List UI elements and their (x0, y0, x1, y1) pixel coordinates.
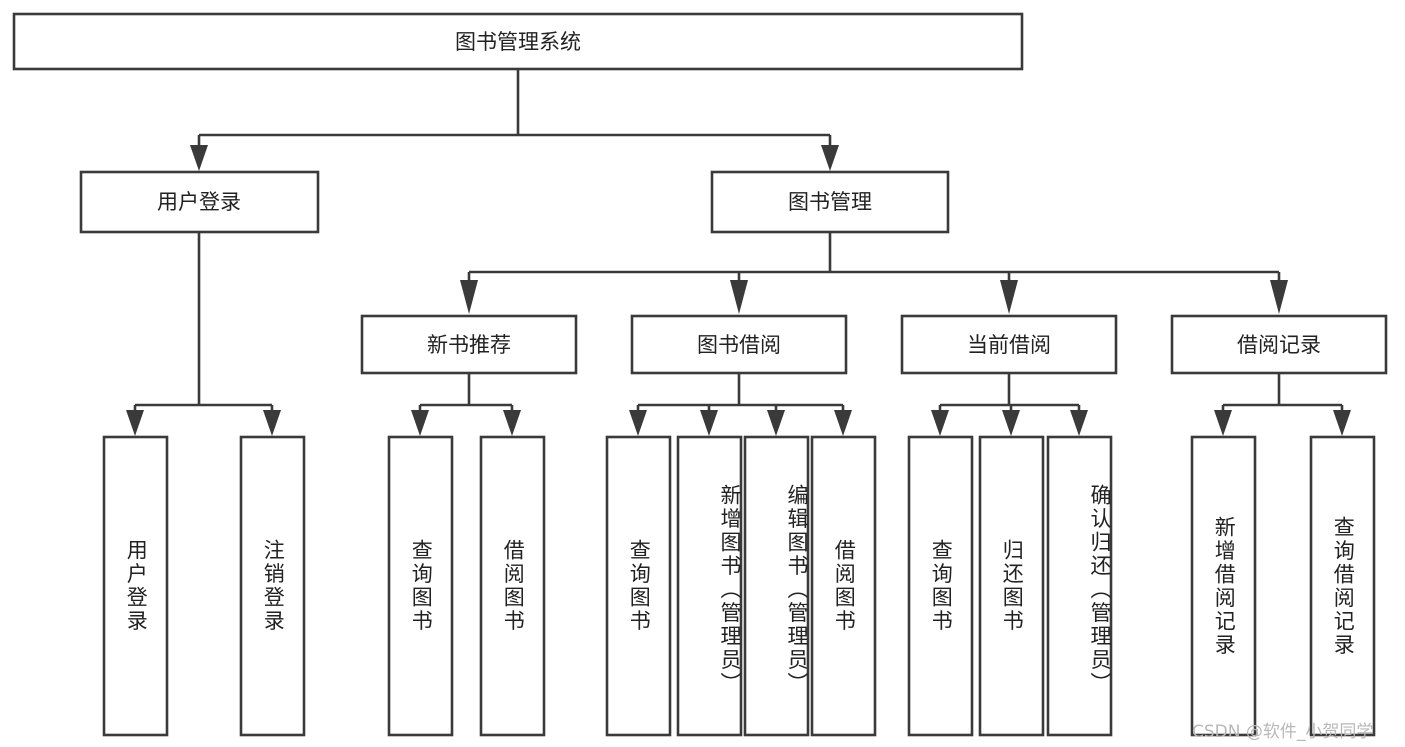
arrow-head-leaf-add-book (700, 410, 718, 436)
book-borrow-box[interactable] (630, 314, 848, 375)
node-new-book-recommend[interactable]: 新书推荐 (360, 314, 578, 375)
leaf-box-logout-login[interactable] (239, 435, 306, 737)
arrow-head-leaf-add-borrow-record (1214, 410, 1232, 436)
book-management-label: 图书管理 (788, 190, 872, 214)
node-user-login[interactable]: 用户登录 (79, 170, 320, 234)
book-management-box[interactable] (710, 170, 950, 234)
leaf-box-confirm-return[interactable] (1046, 435, 1113, 737)
arrow-head-leaf-confirm-return (1070, 410, 1088, 436)
node-root[interactable]: 图书管理系统 (12, 12, 1024, 71)
node-book-borrow[interactable]: 图书借阅 (630, 314, 848, 375)
new-book-recommend-label: 新书推荐 (427, 333, 511, 357)
arrow-head-leaf-borrow-book-1 (503, 410, 521, 436)
arrow-head-leaf-user-login (126, 410, 144, 436)
leaf-box-query-book-2[interactable] (605, 435, 672, 737)
arrow-head-leaf-query-borrow-record (1333, 410, 1351, 436)
root-box[interactable] (12, 12, 1024, 71)
arrow-head-leaf-return-book (1002, 410, 1020, 436)
arrow-head-leaf-borrow-book-2 (834, 410, 852, 436)
leaf-box-return-book[interactable] (978, 435, 1045, 737)
arrow-head-leaf-query-book-3 (931, 410, 949, 436)
arrow-head-level2-1 (190, 145, 208, 171)
arrow-head-level3-4 (1270, 280, 1288, 314)
arrow-head-level3-1 (460, 280, 478, 314)
csdn-watermark: CSDN @软件_小贺同学 (1192, 722, 1374, 742)
leaf-box-user-login[interactable] (102, 435, 169, 737)
root-label: 图书管理系统 (455, 30, 581, 54)
current-borrow-label: 当前借阅 (967, 333, 1051, 357)
borrow-record-box[interactable] (1170, 314, 1388, 375)
leaf-box-query-book-3[interactable] (907, 435, 974, 737)
arrow-head-leaf-query-book-1 (411, 410, 429, 436)
arrow-head-leaf-logout-login (263, 410, 281, 436)
current-borrow-box[interactable] (900, 314, 1118, 375)
leaf-box-query-borrow-record[interactable] (1309, 435, 1376, 737)
arrow-head-leaf-query-book-2 (629, 410, 647, 436)
leaf-box-borrow-book-2[interactable] (810, 435, 877, 737)
book-borrow-label: 图书借阅 (697, 333, 781, 357)
leaf-box-edit-book[interactable] (743, 435, 810, 737)
arrow-head-level3-2 (730, 280, 748, 314)
node-current-borrow[interactable]: 当前借阅 (900, 314, 1118, 375)
node-book-management[interactable]: 图书管理 (710, 170, 950, 234)
new-book-recommend-box[interactable] (360, 314, 578, 375)
arrow-head-leaf-edit-book (767, 410, 785, 436)
leaf-box-add-borrow-record[interactable] (1190, 435, 1257, 737)
arrow-head-level3-3 (1000, 280, 1018, 314)
leaf-box-add-book[interactable] (676, 435, 743, 737)
leaf-box-query-book-1[interactable] (387, 435, 454, 737)
user-login-label: 用户登录 (157, 190, 241, 214)
borrow-record-label: 借阅记录 (1237, 333, 1321, 357)
leaf-box-borrow-book-1[interactable] (479, 435, 546, 737)
node-borrow-record[interactable]: 借阅记录 (1170, 314, 1388, 375)
arrow-head-level2-2 (821, 145, 839, 171)
